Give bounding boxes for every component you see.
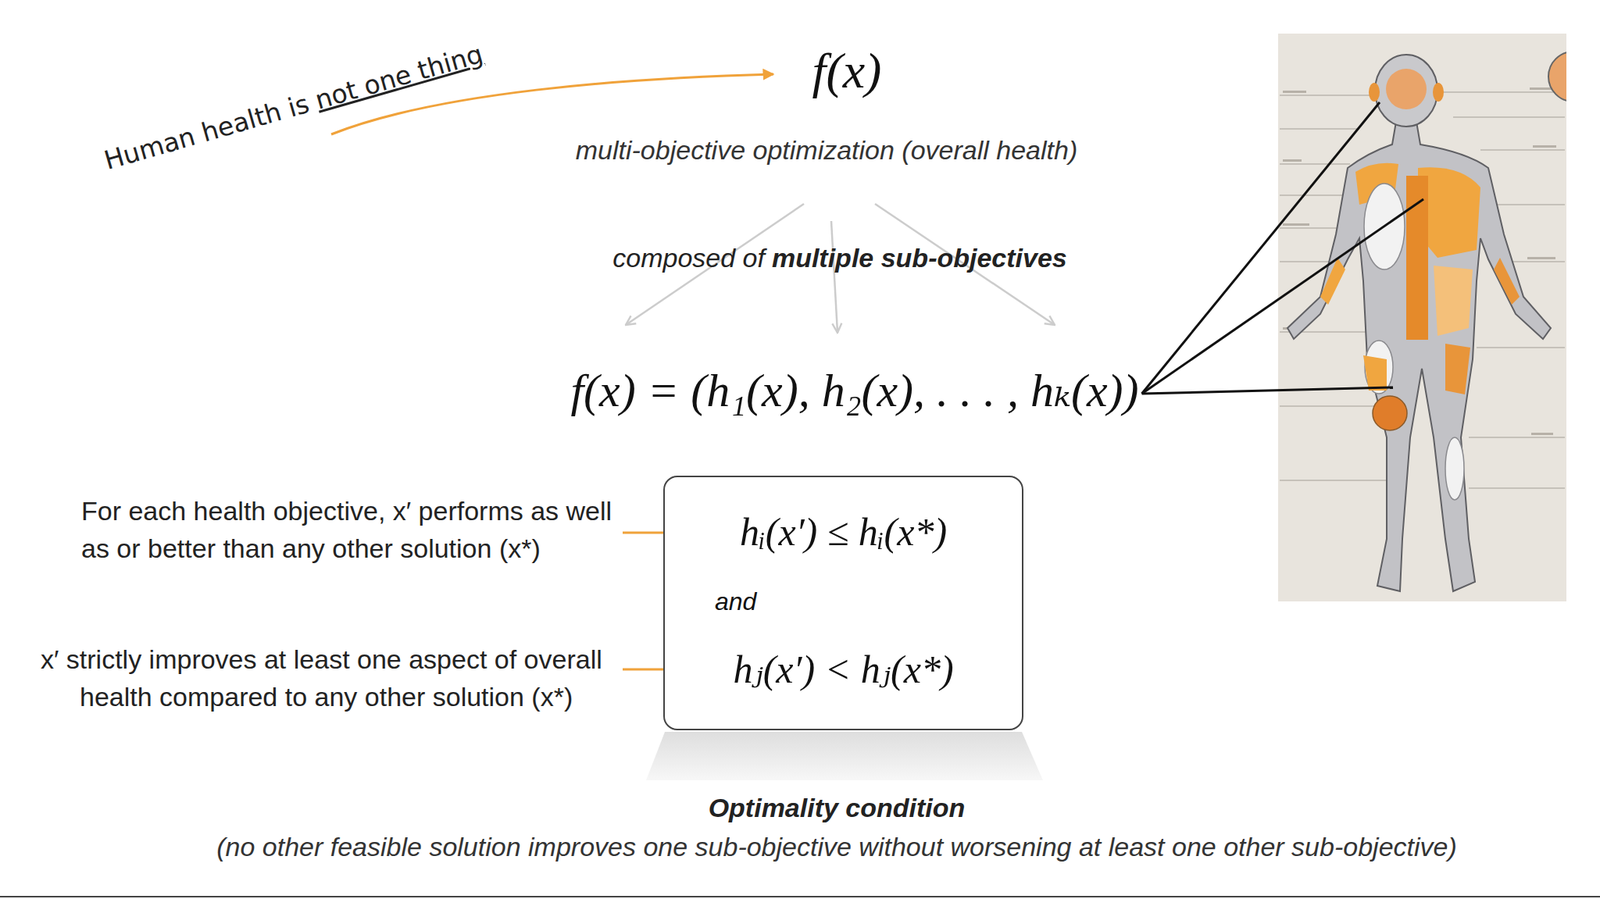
explanation-text: x′ strictly improves at least one aspect… <box>40 640 666 716</box>
note-text: Human health is <box>100 88 313 176</box>
condition-title: Optimality condition <box>708 791 966 825</box>
body-illustration <box>1279 128 1360 130</box>
body-illustration <box>1282 90 1307 93</box>
body-illustration <box>1372 396 1408 431</box>
split-caption: composed ofmultiple sub-objectives <box>612 241 1068 275</box>
body-illustration <box>1364 183 1405 270</box>
condition-trapezoid <box>646 732 1043 781</box>
bottom-rule <box>0 896 1600 898</box>
leader-line <box>1142 102 1380 394</box>
split-caption-text: composed of <box>612 242 765 273</box>
body-illustration <box>1375 54 1438 127</box>
note-underlined: not one thing <box>311 38 487 115</box>
body-illustration <box>1363 355 1387 391</box>
split-arrows <box>831 221 838 333</box>
body-illustration <box>1527 257 1556 260</box>
explanation-text: For each health objective, x′ performs a… <box>81 492 629 568</box>
body-illustration <box>1488 204 1565 206</box>
formula-subtitle: multi-objective optimization (overall he… <box>575 133 1079 167</box>
condition-box: hᵢ(x′) ≤ hᵢ(x*) and hⱼ(x′) < hⱼ(x*) <box>663 475 1024 731</box>
body-illustration <box>1368 82 1380 102</box>
body-illustration <box>1493 257 1520 305</box>
split-caption-bold: multiple sub-objectives <box>771 242 1068 273</box>
bottom-rule <box>0 896 1600 898</box>
body-illustration <box>1476 347 1565 349</box>
body-illustration <box>1282 159 1302 162</box>
body-illustration <box>1437 92 1565 93</box>
leader-line <box>1142 387 1393 394</box>
body-illustration <box>1548 51 1567 102</box>
body-illustration <box>1432 82 1444 102</box>
body-illustration <box>1532 145 1557 148</box>
body-illustration <box>1480 150 1565 151</box>
body-illustration <box>1282 223 1310 226</box>
body-illustration <box>1279 406 1383 408</box>
body-illustration <box>1385 68 1427 110</box>
body-illustration <box>1468 488 1565 490</box>
body-illustration <box>1287 117 1551 592</box>
body-illustration <box>1445 437 1465 500</box>
objective-formula: f(x) <box>812 39 883 103</box>
body-illustration <box>1406 175 1429 340</box>
body-illustration <box>1445 343 1471 395</box>
body-illustration <box>1278 33 1567 602</box>
body-illustration <box>1279 164 1350 165</box>
condition-note: (no other feasible solution improves one… <box>216 830 1458 864</box>
body-illustration <box>1279 480 1391 482</box>
body-illustration <box>1279 95 1375 97</box>
vector-formula: f(x) = (h₁(x), h₂(x), . . . , hₖ(x)) <box>570 359 1139 422</box>
body-illustration <box>1453 117 1565 118</box>
body-illustration <box>1531 432 1554 436</box>
condition-trapezoid <box>646 732 1043 781</box>
leader-line <box>1142 199 1424 394</box>
connector-word: and <box>714 585 757 618</box>
condition-inequality: hⱼ(x′) < hⱼ(x*) <box>664 644 1022 695</box>
body-illustration <box>1278 33 1567 602</box>
body-illustration <box>1320 257 1346 305</box>
body-illustration <box>1468 437 1565 439</box>
condition-inequality: hᵢ(x′) ≤ hᵢ(x*) <box>664 507 1022 558</box>
body-illustration <box>1433 265 1473 336</box>
